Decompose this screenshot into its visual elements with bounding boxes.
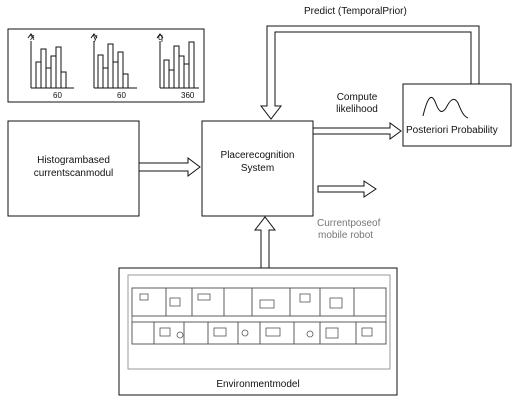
posteriori-box xyxy=(402,83,512,147)
floor-map xyxy=(131,287,387,345)
place-recognition-label-line2: System xyxy=(240,163,275,174)
histogram-panel xyxy=(7,28,205,103)
current-pose-label-line2: mobile robot xyxy=(318,230,374,241)
histogram-tick-label-x: 60 xyxy=(53,91,62,100)
environment-model-label: Environmentmodel xyxy=(216,379,300,390)
histogram-axis-label-x: x xyxy=(30,32,35,42)
histogram-chart-q xyxy=(156,33,199,89)
histogram-module-label-line1: Histogrambased xyxy=(37,155,110,166)
arrow-histogram-to-place xyxy=(138,157,201,177)
arrow-place-to-current-pose xyxy=(317,180,377,198)
histogram-axis-label-y: y xyxy=(93,32,98,42)
histogram-module-label-line2: currentscanmodul xyxy=(33,168,114,179)
histogram-chart-y xyxy=(90,33,137,89)
arrow-predict-feedback xyxy=(259,25,480,120)
place-recognition-label-line1: Placerecognition xyxy=(220,150,295,161)
probability-curve-icon xyxy=(422,96,469,119)
histogram-tick-label-y: 60 xyxy=(117,91,126,100)
histogram-tick-label-q: 360 xyxy=(181,91,195,100)
histogram-axis-label-q: q xyxy=(158,32,164,42)
compute-likelihood-label-line1: Compute xyxy=(336,92,378,103)
histogram-chart-x xyxy=(27,33,74,89)
place-recognition-box xyxy=(201,120,314,217)
floor-map-frame xyxy=(127,274,391,370)
compute-likelihood-label-line2: likelihood xyxy=(336,104,378,115)
predict-label: Predict (TemporalPrior) xyxy=(304,6,407,17)
arrow-environment-to-place xyxy=(253,216,277,269)
current-pose-label-line1: Currentposeof xyxy=(317,218,381,229)
arrow-place-to-posteriori xyxy=(312,122,402,140)
posteriori-probability-label: Posteriori Probability xyxy=(406,125,498,136)
environment-model-box xyxy=(118,267,398,396)
